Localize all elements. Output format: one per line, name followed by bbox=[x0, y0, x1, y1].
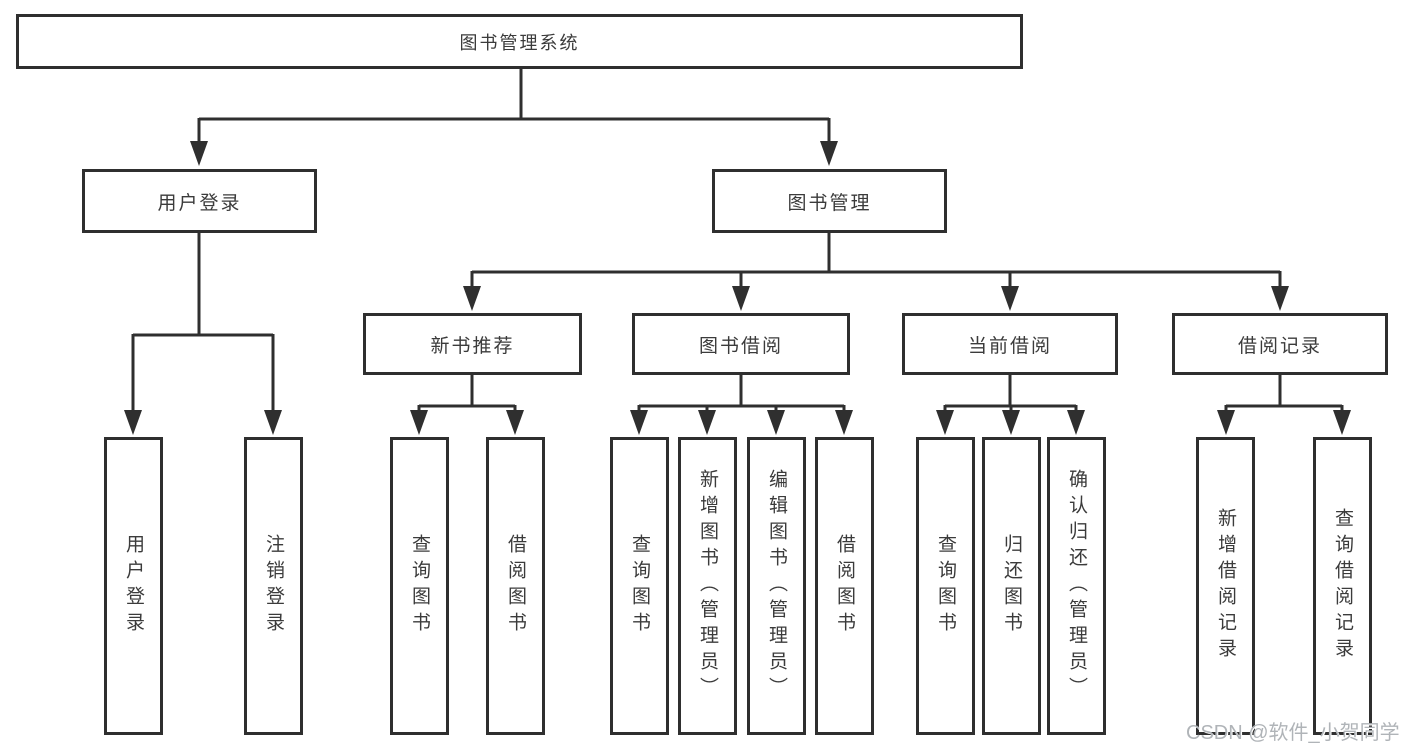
leaf-label: 注销登录 bbox=[263, 534, 284, 638]
leaf-label: 查询图书 bbox=[409, 534, 430, 638]
arrowhead bbox=[1271, 286, 1289, 311]
leaf-add-borrow-record: 新增借阅记录 bbox=[1196, 437, 1255, 735]
leaf-label: 查询借阅记录 bbox=[1332, 508, 1353, 664]
node-label: 图书管理 bbox=[787, 192, 872, 214]
node-borrow-records: 借阅记录 bbox=[1172, 313, 1388, 375]
node-label: 借阅记录 bbox=[1237, 335, 1322, 357]
leaf-edit-books-admin: 编辑图书（管理员） bbox=[747, 437, 806, 735]
node-label: 用户登录 bbox=[157, 192, 242, 214]
arrowhead bbox=[820, 141, 838, 166]
connector-sec0-to-leaves bbox=[417, 375, 517, 414]
arrowhead bbox=[698, 410, 716, 435]
arrowhead bbox=[1217, 410, 1235, 435]
arrowhead bbox=[124, 410, 142, 435]
leaf-label: 借阅图书 bbox=[834, 534, 855, 638]
connector-root-to-level2 bbox=[197, 68, 831, 145]
connector-sec3-to-leaves bbox=[1224, 373, 1344, 414]
leaf-query-books-borrow: 查询图书 bbox=[610, 437, 669, 735]
connector-user-to-leaves bbox=[131, 233, 275, 414]
leaf-label: 借阅图书 bbox=[505, 534, 526, 638]
leaf-query-books-recommend: 查询图书 bbox=[390, 437, 449, 735]
leaf-query-books-current: 查询图书 bbox=[916, 437, 975, 735]
node-root-system: 图书管理系统 bbox=[16, 14, 1023, 69]
leaf-label: 编辑图书（管理员） bbox=[766, 469, 787, 703]
node-label: 新书推荐 bbox=[430, 335, 515, 357]
arrowhead bbox=[190, 141, 208, 166]
leaf-borrow-books: 借阅图书 bbox=[815, 437, 874, 735]
node-book-borrow: 图书借阅 bbox=[632, 313, 850, 375]
csdn-watermark: CSDN @软件_小贺同学 bbox=[1186, 722, 1400, 744]
arrowhead bbox=[1002, 410, 1020, 435]
leaf-query-borrow-record: 查询借阅记录 bbox=[1313, 437, 1372, 735]
arrowhead bbox=[1333, 410, 1351, 435]
leaf-user-login: 用户登录 bbox=[104, 437, 163, 735]
connector-book-to-level3 bbox=[470, 233, 1282, 290]
leaf-label: 新增借阅记录 bbox=[1215, 508, 1236, 664]
node-book-management: 图书管理 bbox=[712, 169, 947, 233]
leaf-return-books: 归还图书 bbox=[982, 437, 1041, 735]
arrowhead bbox=[732, 286, 750, 311]
arrowhead bbox=[630, 410, 648, 435]
node-new-book-recommend: 新书推荐 bbox=[363, 313, 582, 375]
leaf-label: 查询图书 bbox=[629, 534, 650, 638]
leaf-label: 新增图书（管理员） bbox=[697, 469, 718, 703]
arrowhead bbox=[410, 410, 428, 435]
leaf-label: 查询图书 bbox=[935, 534, 956, 638]
arrowhead bbox=[1001, 286, 1019, 311]
arrowhead bbox=[835, 410, 853, 435]
leaf-label: 归还图书 bbox=[1001, 534, 1022, 638]
node-user-login: 用户登录 bbox=[82, 169, 317, 233]
arrowhead bbox=[1067, 410, 1085, 435]
leaf-borrow-books-recommend: 借阅图书 bbox=[486, 437, 545, 735]
arrowhead bbox=[767, 410, 785, 435]
node-label: 图书借阅 bbox=[698, 335, 783, 357]
node-label: 当前借阅 bbox=[967, 335, 1052, 357]
connector-sec1-to-leaves bbox=[637, 373, 846, 414]
leaf-confirm-return-admin: 确认归还（管理员） bbox=[1047, 437, 1106, 735]
node-label: 图书管理系统 bbox=[459, 32, 580, 53]
leaf-logout: 注销登录 bbox=[244, 437, 303, 735]
connector-sec2-to-leaves bbox=[943, 373, 1078, 414]
leaf-add-books-admin: 新增图书（管理员） bbox=[678, 437, 737, 735]
node-current-borrow: 当前借阅 bbox=[902, 313, 1118, 375]
leaf-label: 用户登录 bbox=[123, 534, 144, 638]
leaf-label: 确认归还（管理员） bbox=[1066, 469, 1087, 703]
arrowhead bbox=[936, 410, 954, 435]
arrowhead bbox=[506, 410, 524, 435]
arrowhead bbox=[463, 286, 481, 311]
arrowhead bbox=[264, 410, 282, 435]
